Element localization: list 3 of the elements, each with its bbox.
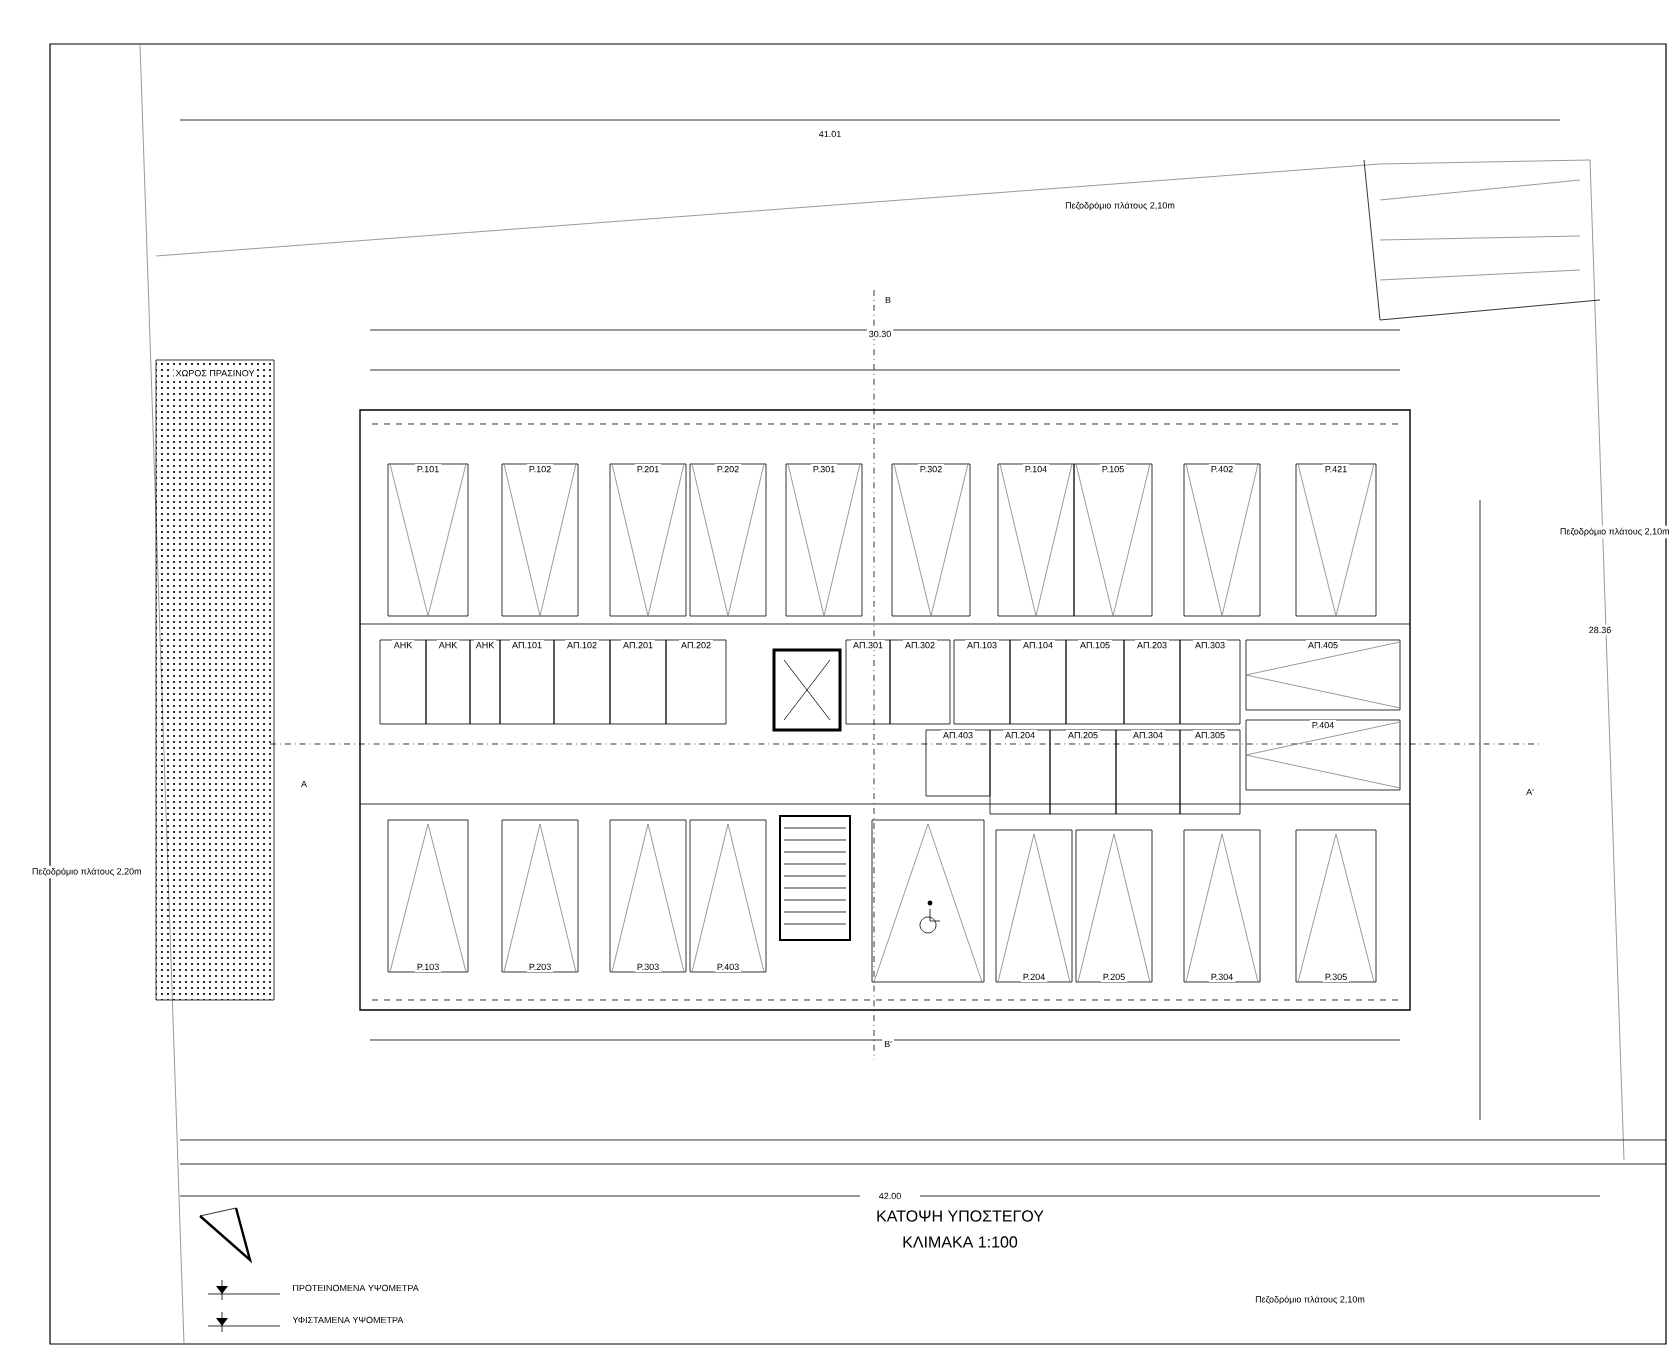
accessible-parking-space (871, 819, 985, 983)
title: ΚΑΤΟΨΗ ΥΠΟΣΤΕΓΟΥ (877, 1210, 1044, 1222)
label: ΚΛΙΜΑΚΑ 1:100 (900, 1234, 1020, 1250)
